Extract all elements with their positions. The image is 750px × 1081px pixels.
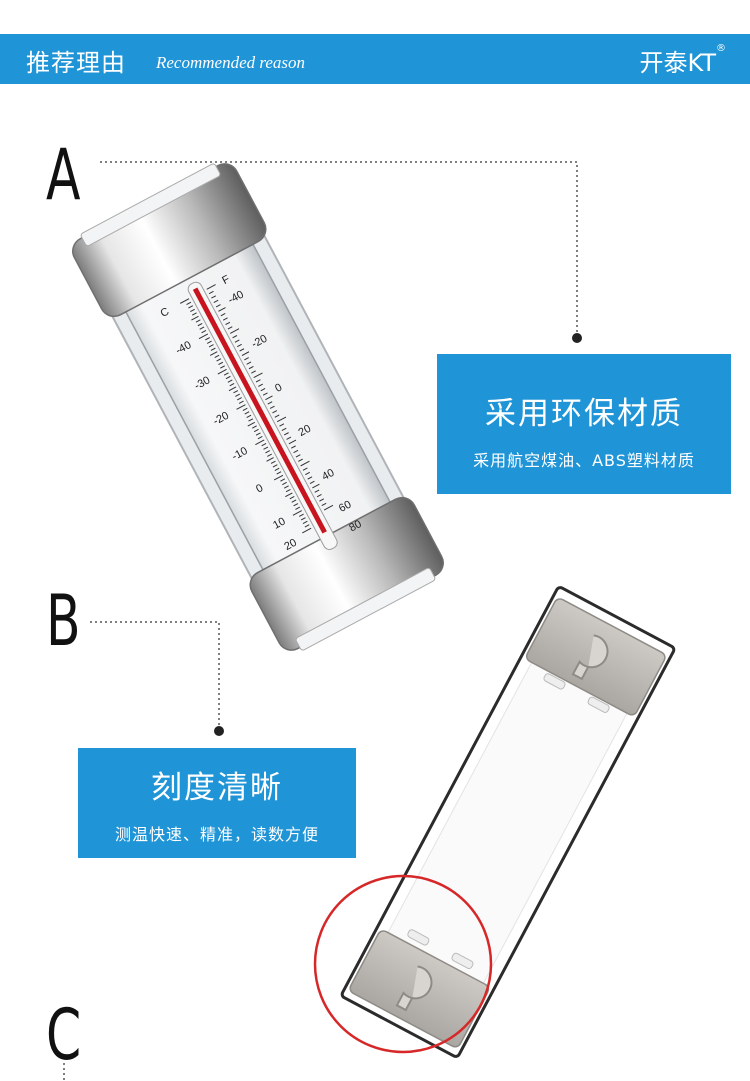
header-banner: 推荐理由 Recommended reason 开泰KT®: [0, 34, 750, 84]
brand-name: 开泰KT: [639, 49, 716, 77]
c-tick-label: 0: [254, 482, 265, 495]
thermometer-back: [340, 586, 676, 1058]
highlight-circle: [313, 874, 493, 1054]
f-tick-label: 80: [347, 518, 363, 534]
f-tick-label: 60: [337, 499, 353, 515]
f-tick-label: 0: [273, 381, 284, 394]
f-unit-label: F: [220, 273, 232, 287]
f-tick-label: 20: [297, 423, 313, 439]
feature-a-subtitle: 采用航空煤油、ABS塑料材质: [473, 451, 695, 470]
feature-b-subtitle: 测温快速、精准，读数方便: [114, 825, 319, 844]
header-title-en: Recommended reason: [156, 53, 306, 72]
connector-b: [90, 621, 220, 728]
feature-a-title: 采用环保材质: [485, 396, 683, 432]
f-tick-label: 40: [320, 467, 336, 483]
connector-b-dot: [214, 726, 224, 736]
connector-a-dot: [572, 333, 582, 343]
connector-a: [100, 161, 578, 335]
feature-card-a: 采用环保材质 采用航空煤油、ABS塑料材质: [437, 354, 731, 494]
brand-logo: 开泰KT®: [639, 43, 726, 78]
c-tick-label: 20: [282, 537, 298, 553]
header-title-cn: 推荐理由: [26, 49, 126, 77]
thermometer-front: F C -40 -20 0 20 40 60 80 -40 -30 -20 -1…: [72, 163, 444, 651]
section-letter-b: B: [46, 580, 81, 662]
registered-mark: ®: [716, 43, 726, 54]
feature-card-b: 刻度清晰 测温快速、精准，读数方便: [78, 748, 356, 858]
c-tick-label: 10: [271, 515, 287, 531]
section-letter-a: A: [46, 134, 81, 216]
section-letter-c: C: [46, 994, 82, 1076]
feature-b-title: 刻度清晰: [151, 770, 283, 806]
